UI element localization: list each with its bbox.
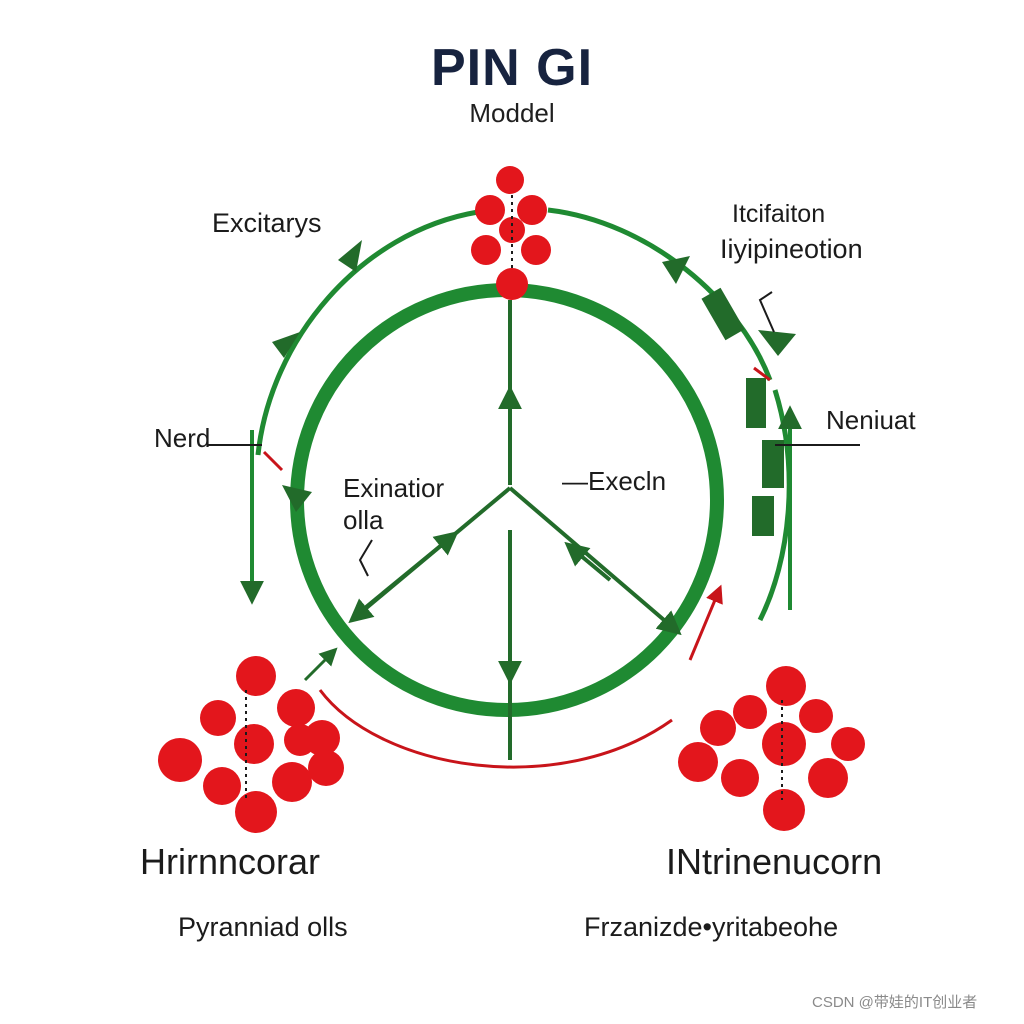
pointer-line <box>358 539 373 577</box>
label-bottom-left-caption: Pyranniad olls <box>178 912 348 942</box>
lower-left-arrow <box>303 647 338 682</box>
label-center-left-line2: olla <box>343 505 384 535</box>
label-center-right: —Execln <box>562 466 667 496</box>
label-top-left: Excitarys <box>212 208 322 238</box>
arc-arrowhead <box>272 332 300 358</box>
label-mid-left: Nerd <box>154 423 211 453</box>
diagram-title: PIN GI <box>430 39 594 97</box>
right-neuron-cluster <box>678 666 865 831</box>
center-arrow-rightup <box>564 541 612 582</box>
red-connector-right <box>688 584 723 661</box>
label-top-right-line1: Itcifaiton <box>732 200 826 228</box>
center-arrow-right <box>508 486 682 636</box>
label-bottom-right-caption: Frzanizde•yritabeohe <box>584 912 839 942</box>
watermark: CSDN @带娃的IT创业者 <box>812 994 978 1011</box>
arc-arrowhead <box>758 330 796 356</box>
label-bottom-right-title: INtrinenucorn <box>666 841 883 882</box>
top-neuron-cluster <box>471 166 551 300</box>
red-connector-mark <box>753 366 771 382</box>
left-neuron-cluster <box>158 656 344 833</box>
connector-block <box>752 496 774 536</box>
red-connector-bottom <box>318 689 673 769</box>
center-arrow-leftup <box>358 530 459 614</box>
red-connector-mark <box>262 450 284 472</box>
connector-block <box>762 440 784 488</box>
pointer-line <box>758 291 775 333</box>
outer-arc-right <box>547 207 773 381</box>
outer-arc-left <box>255 209 479 456</box>
label-center-left-line1: Exinatior <box>343 473 445 503</box>
label-bottom-left-title: Hrirnncorar <box>140 841 321 882</box>
arc-arrowhead <box>338 240 362 272</box>
connector-block <box>701 287 745 341</box>
label-mid-right: Neniuat <box>826 405 916 435</box>
connector-block <box>746 378 766 428</box>
diagram-subtitle: Moddel <box>469 98 555 128</box>
arc-arrowhead <box>662 256 690 284</box>
arc-arrowhead <box>282 485 312 512</box>
label-top-right-line2: Iiyipineotion <box>720 234 863 264</box>
